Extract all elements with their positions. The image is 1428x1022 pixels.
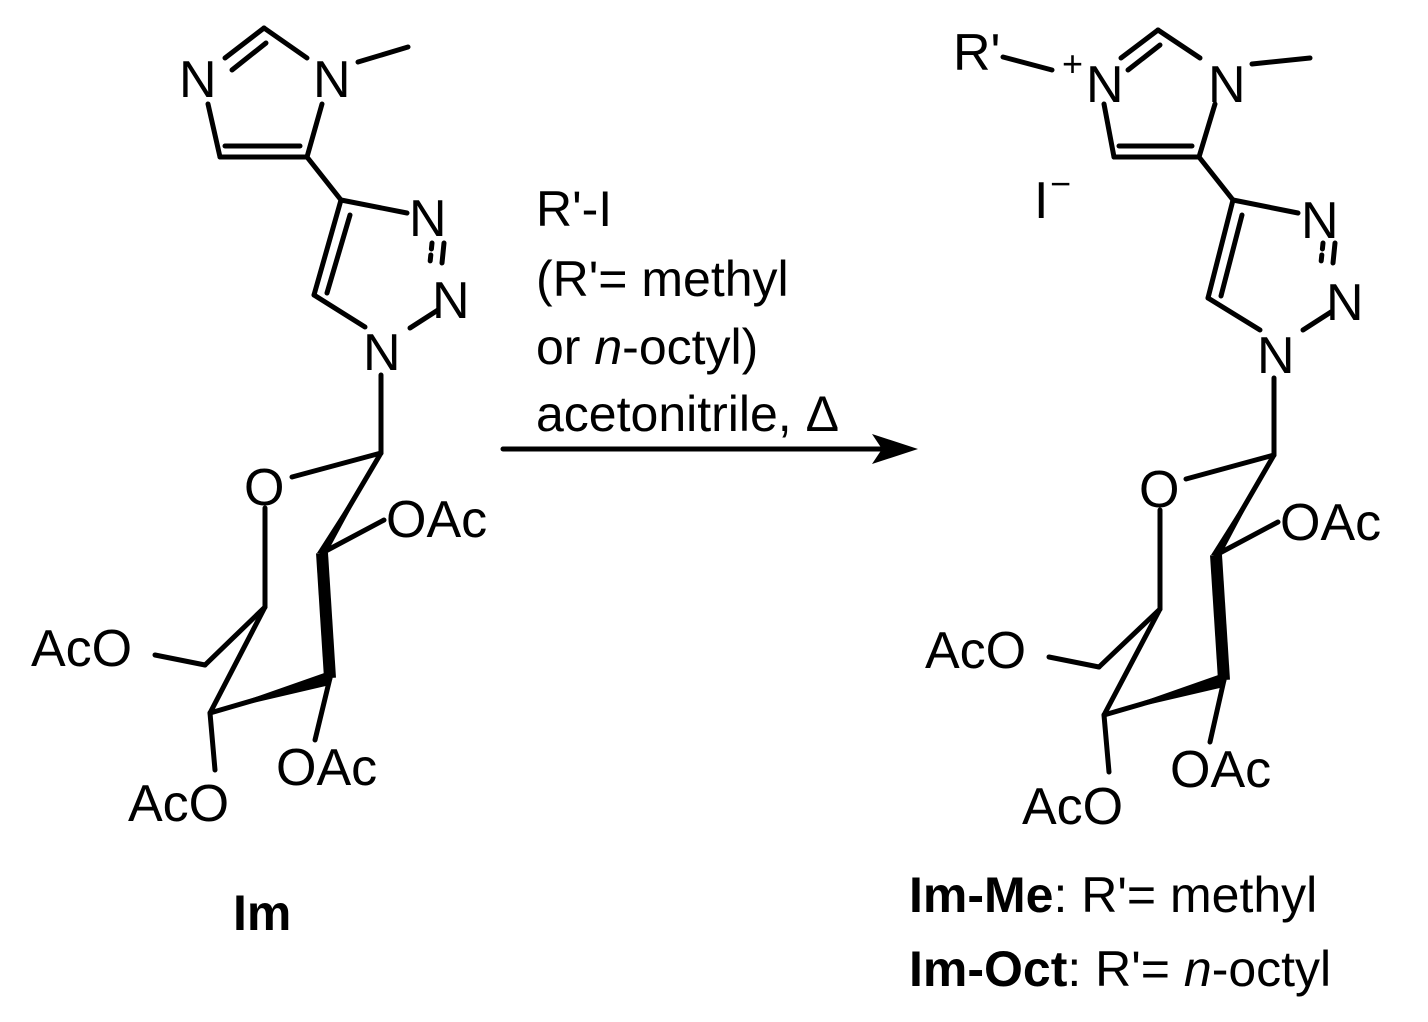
oac-c2-label: OAc (1280, 494, 1381, 552)
caption-im-oct-italic: n (1184, 941, 1212, 997)
oac-c3-label: OAc (276, 739, 377, 797)
reaction-arrow (500, 434, 918, 464)
reactant-bonds (152, 25, 447, 773)
oac-c6-label: AcO (925, 622, 1026, 680)
triazole-n2-label: N (1326, 274, 1364, 332)
reactant-structure: N N N N N O OAc OAc AcO AcO Im (31, 25, 487, 941)
caption-im-oct-value: -octyl (1212, 941, 1331, 997)
caption-im-me-value: methyl (1170, 867, 1317, 923)
triazole-n1-label: N (1257, 327, 1295, 385)
oac-c4-label: AcO (1022, 778, 1123, 836)
iodide-label: I (1034, 172, 1048, 230)
triazole-n3-label: N (1301, 192, 1339, 250)
product-captions: Im-Me: R'= methyl Im-Oct: R'= n-octyl (909, 867, 1331, 997)
caption-im-me-name: Im-Me (909, 867, 1053, 923)
condition-r-methyl: (R'= methyl (536, 251, 789, 307)
caption-im-oct: Im-Oct: R'= n-octyl (909, 941, 1331, 997)
iodide-charge-label: − (1050, 163, 1071, 204)
condition-r-octyl-suffix: -octyl) (622, 319, 758, 375)
imidazolium-n3-label: N (1086, 56, 1124, 114)
triazole-n1-label: N (363, 324, 401, 382)
substituent-r-label: R' (953, 24, 1000, 82)
caption-im-oct-name: Im-Oct (909, 941, 1068, 997)
imidazole-n1-label: N (313, 51, 351, 109)
oac-c2-label: OAc (386, 491, 487, 549)
reactant-atom-labels: N N N N N O OAc OAc AcO AcO (31, 51, 487, 833)
condition-r-octyl-italic: n (594, 319, 622, 375)
caption-im-me-separator: : R'= (1053, 867, 1170, 923)
triazole-n2-label: N (432, 272, 470, 330)
ring-oxygen-label: O (244, 459, 284, 517)
caption-im-me: Im-Me: R'= methyl (909, 867, 1317, 923)
imidazolium-n1-label: N (1208, 56, 1246, 114)
imidazole-n3-label: N (179, 51, 217, 109)
condition-reagent: R'-I (536, 181, 612, 237)
product-atom-labels: R' + N N I − N N N O OAc OAc AcO AcO (925, 24, 1381, 836)
oac-c6-label: AcO (31, 620, 132, 678)
ring-oxygen-label: O (1139, 461, 1179, 519)
reactant-label: Im (233, 885, 291, 941)
caption-im-oct-separator: : R'= (1067, 941, 1184, 997)
reactant-wedge-bonds (210, 453, 381, 713)
product-wedge-bonds (1104, 455, 1274, 715)
condition-r-octyl: or n-octyl) (536, 319, 758, 375)
oac-c4-label: AcO (128, 775, 229, 833)
product-bonds (1000, 27, 1338, 775)
triazole-n3-label: N (409, 190, 447, 248)
oac-c3-label: OAc (1170, 741, 1271, 799)
reaction-conditions: R'-I (R'= methyl or n-octyl) acetonitril… (536, 181, 839, 442)
condition-solvent-heat: acetonitrile, Δ (536, 386, 839, 442)
condition-r-octyl-prefix: or (536, 319, 594, 375)
product-structure: R' + N N I − N N N O OAc OAc AcO AcO Im-… (909, 24, 1381, 997)
cation-charge-label: + (1062, 43, 1083, 84)
